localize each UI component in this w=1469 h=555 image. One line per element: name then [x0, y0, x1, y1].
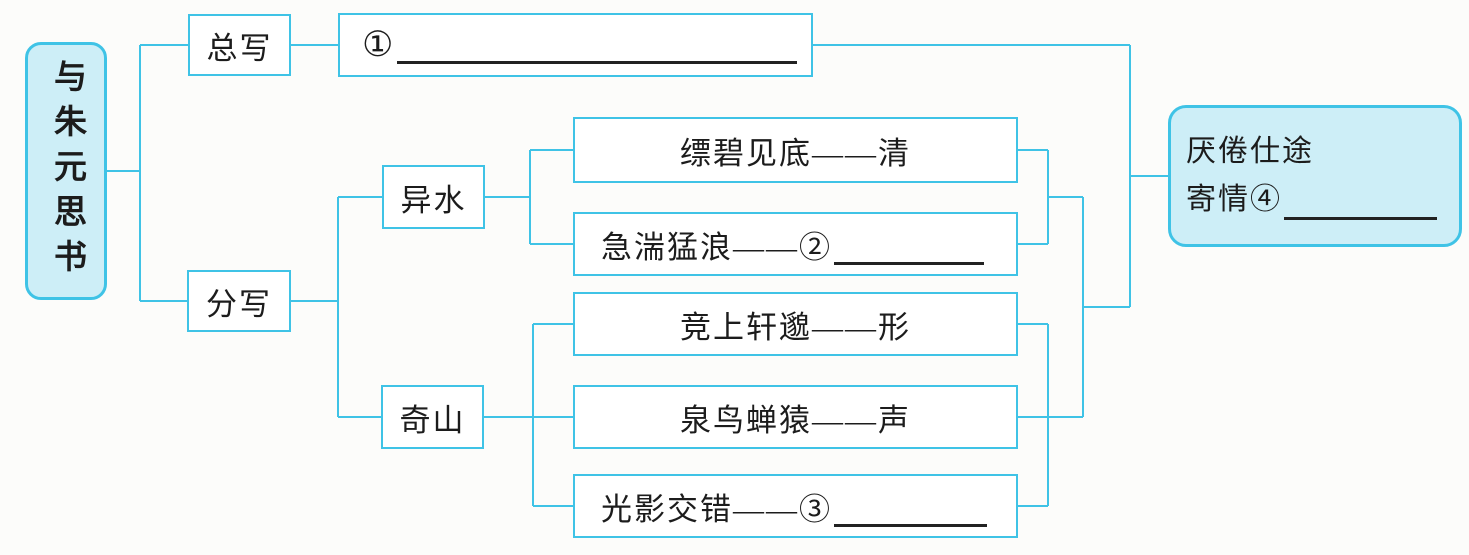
conclusion-line-1: 厌倦仕途	[1186, 128, 1314, 176]
overview-label: 总写	[206, 30, 273, 66]
water-node: 异水	[382, 165, 485, 229]
mountain-label: 奇山	[399, 402, 466, 438]
conclusion-node: 厌倦仕途 寄情④	[1168, 105, 1462, 247]
fill-blank-3	[834, 524, 987, 527]
water-item-blank: 急湍猛浪——②	[573, 212, 1018, 276]
detail-node: 分写	[187, 270, 291, 332]
conclusion-line-1-text: 厌倦仕途	[1186, 135, 1314, 168]
mountain-item-shape: 竞上轩邈——形	[573, 292, 1018, 356]
conclusion-line-2-text: 寄情④	[1186, 183, 1282, 216]
water-item-blank-text: 急湍猛浪——②	[601, 229, 832, 265]
edge-root-to-branches	[107, 43, 188, 303]
root-label: 与朱元思书	[48, 58, 85, 284]
mountain-item-shape-text: 竞上轩邈——形	[680, 309, 911, 345]
mountain-item-sound: 泉鸟蝉猿——声	[573, 385, 1018, 449]
fill-blank-4	[1284, 217, 1437, 220]
fill-blank-2	[834, 262, 984, 265]
water-item-clear-text: 缥碧见底——清	[680, 135, 911, 171]
edge-water-to-items	[485, 148, 573, 246]
edge-fenxie-to-water-mountain	[291, 195, 382, 419]
edge-summary-to-conclusion-trunk	[813, 43, 1168, 307]
edge-water-items-merge	[1018, 148, 1083, 246]
edge-mountain-to-items	[484, 322, 573, 508]
summary-number: ①	[362, 25, 394, 64]
mountain-item-blank-text: 光影交错——③	[601, 491, 832, 527]
water-label: 异水	[400, 182, 467, 218]
fill-blank-1	[397, 61, 798, 64]
root-node: 与朱元思书	[25, 42, 107, 300]
edge-mountain-items-merge	[1018, 322, 1083, 508]
mountain-item-blank: 光影交错——③	[573, 474, 1018, 538]
overview-node: 总写	[188, 14, 291, 76]
edge-merge-to-trunk	[1081, 197, 1130, 417]
conclusion-line-2: 寄情④	[1186, 176, 1437, 224]
detail-label: 分写	[206, 286, 272, 322]
mountain-item-sound-text: 泉鸟蝉猿——声	[680, 402, 911, 438]
mountain-node: 奇山	[381, 385, 484, 449]
water-item-clear: 缥碧见底——清	[573, 117, 1018, 183]
summary-blank-node: ①	[338, 13, 813, 77]
